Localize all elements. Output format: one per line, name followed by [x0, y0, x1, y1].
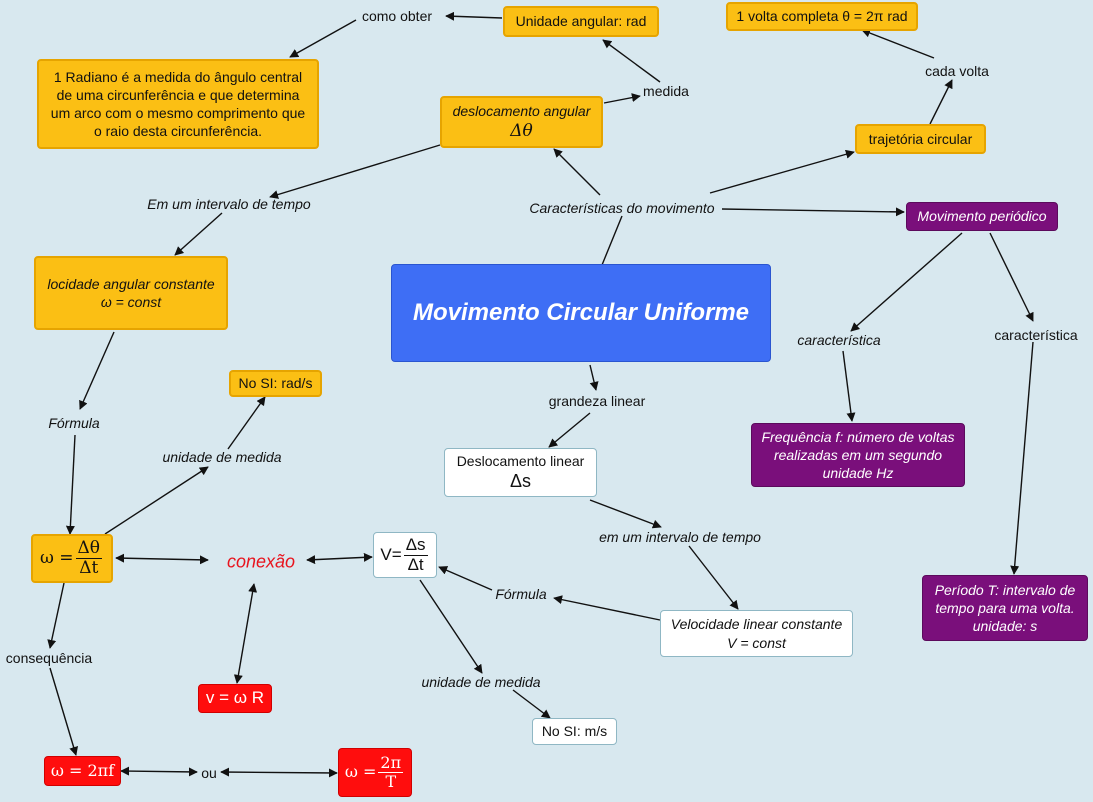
v-numerator: Δs [403, 534, 428, 556]
deslocamento-linear-line1: Deslocamento linear [456, 452, 585, 469]
label-como-obter: como obter [361, 8, 433, 24]
edge [289, 19, 357, 58]
omega-2piT-lhs: ω = [344, 762, 377, 782]
label-grandeza-linear: grandeza linear [548, 393, 646, 409]
deslocamento-linear-node[interactable]: Deslocamento linear Δs [444, 448, 597, 497]
deslocamento-angular-node[interactable]: deslocamento angular Δθ [440, 96, 603, 148]
omega-2piT-fraction: 2π T [378, 753, 404, 791]
edge [438, 566, 493, 591]
omega-lhs: ω = [39, 548, 74, 569]
edge [553, 595, 661, 621]
velocidade-linear-line1: Velocidade linear constante [670, 616, 843, 633]
label-formula-2: Fórmula [495, 586, 547, 602]
edge [47, 582, 65, 649]
delta-theta-symbol: Δθ [510, 121, 533, 142]
main-title-node[interactable]: Movimento Circular Uniforme [391, 264, 771, 362]
edge [589, 364, 599, 391]
omega-denominator: Δt [79, 558, 99, 578]
edge [688, 545, 739, 610]
v-omega-r-node[interactable]: v = ω R [198, 684, 272, 713]
edge [174, 212, 223, 256]
frequencia-node[interactable]: Frequência f: número de voltas realizada… [751, 423, 965, 487]
unidade-angular-node[interactable]: Unidade angular: rad [503, 6, 659, 37]
edge [269, 144, 441, 199]
velocity-formula-node[interactable]: V= Δs Δt [373, 532, 437, 578]
edge [548, 412, 591, 448]
omega-numerator: Δθ [75, 538, 103, 559]
edge [233, 583, 258, 684]
edge [1010, 341, 1034, 575]
edge [861, 28, 935, 59]
label-caracteristicas: Características do movimento [529, 200, 715, 216]
trajetoria-circular-node[interactable]: trajetória circular [855, 124, 986, 154]
edge [850, 232, 963, 332]
edge [49, 667, 78, 756]
radiano-definition-node[interactable]: 1 Radiano é a medida do ângulo central d… [37, 59, 319, 149]
label-caracteristica-1: característica [797, 332, 881, 348]
si-m-s-node[interactable]: No SI: m/s [532, 718, 617, 745]
omega-formula-node[interactable]: ω = Δθ Δt [31, 534, 113, 583]
si-rad-s-node[interactable]: No SI: rad/s [229, 370, 322, 397]
omega-2pif-node[interactable]: ω = 2πf [44, 756, 121, 786]
edge [603, 93, 641, 104]
v-fraction: Δs Δt [403, 534, 428, 574]
omega-2piT-node[interactable]: ω = 2π T [338, 748, 412, 797]
volta-completa-node[interactable]: 1 volta completa θ = 2π rad [726, 2, 918, 31]
v-lhs: V= [380, 544, 402, 564]
label-conexao: conexão [226, 551, 296, 572]
edge [65, 434, 76, 535]
edge [227, 396, 266, 450]
movimento-periodico-node[interactable]: Movimento periódico [906, 202, 1058, 231]
omega-2piT-denominator: T [385, 772, 397, 791]
label-unidade-medida-2: unidade de medida [421, 674, 541, 690]
label-formula-1: Fórmula [48, 415, 100, 431]
edge [601, 215, 623, 266]
label-medida: medida [643, 83, 689, 99]
edge [553, 148, 601, 196]
omega-2piT-numerator: 2π [378, 753, 404, 773]
edge [709, 149, 855, 194]
label-caracteristica-2: característica [994, 327, 1078, 343]
label-intervalo-tempo: Em um intervalo de tempo [147, 196, 311, 212]
edge [445, 11, 503, 21]
velocidade-angular-node[interactable]: locidade angular constante ω = const [34, 256, 228, 330]
label-consequencia: consequência [5, 650, 93, 666]
edge [220, 767, 338, 778]
label-em-intervalo: em um intervalo de tempo [599, 529, 761, 545]
deslocamento-linear-line2: Δs [509, 470, 532, 491]
label-cada-volta: cada volta [925, 63, 989, 79]
velocidade-linear-node[interactable]: Velocidade linear constante V = const [660, 610, 853, 657]
label-unidade-medida-1: unidade de medida [162, 449, 282, 465]
omega-fraction: Δθ Δt [75, 538, 103, 578]
edge [602, 39, 661, 83]
edge [419, 579, 483, 674]
edge [512, 689, 551, 719]
edge [115, 553, 209, 565]
velocidade-linear-line2: V = const [727, 634, 786, 651]
edge [79, 331, 115, 410]
velocidade-angular-line1: locidade angular constante [47, 275, 215, 292]
edge [589, 499, 662, 529]
edge [842, 350, 856, 422]
deslocamento-angular-text: deslocamento angular [452, 102, 591, 119]
edge [306, 552, 373, 565]
velocidade-angular-line2: ω = const [100, 294, 162, 310]
label-ou: ou [201, 765, 217, 781]
edge [929, 79, 953, 125]
edge [120, 766, 198, 777]
v-denominator: Δt [407, 554, 424, 574]
periodo-node[interactable]: Período T: intervalo de tempo para uma v… [922, 575, 1088, 641]
edge [721, 207, 905, 217]
edge [989, 232, 1034, 322]
edge [104, 466, 209, 535]
